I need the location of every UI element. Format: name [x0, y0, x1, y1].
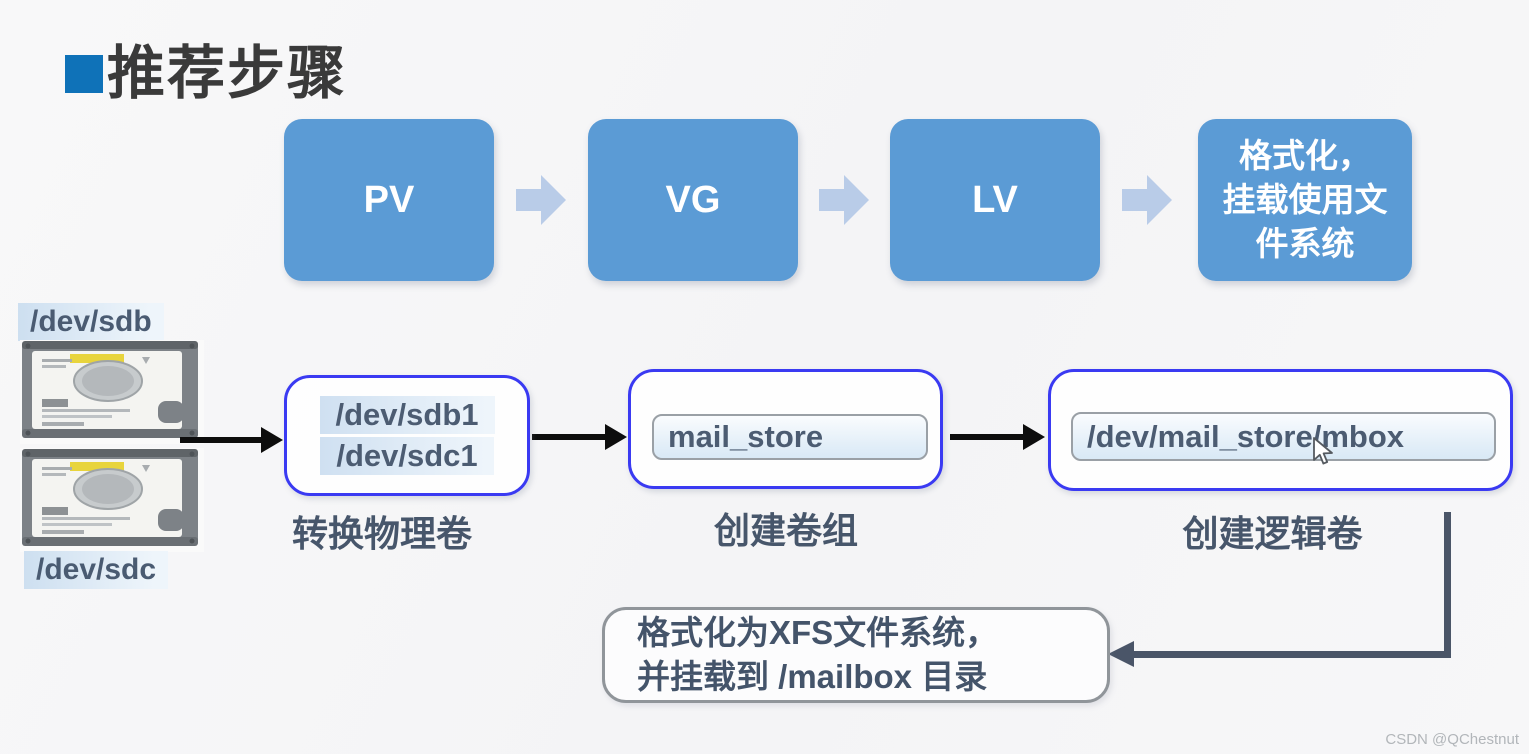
caption-create-vg: 创建卷组 — [713, 510, 858, 551]
partition-label-sdc1: /dev/sdc1 — [320, 437, 494, 475]
title-accent-square — [65, 55, 103, 93]
step-label: 格式化， 挂载使用文 件系统 — [1222, 137, 1388, 262]
physical-volumes-box: /dev/sdb1 /dev/sdc1 — [284, 375, 530, 496]
volume-group-box: mail_store — [628, 369, 943, 489]
watermark: CSDN @QChestnut — [1385, 731, 1519, 748]
step-label: VG — [665, 178, 721, 221]
black-arrow-icon — [532, 424, 627, 450]
step-box-vg: VG — [588, 119, 798, 281]
step-label: LV — [972, 178, 1018, 221]
black-arrow-icon — [180, 427, 283, 453]
lv-path-field: /dev/mail_store/mbox — [1071, 412, 1496, 461]
hard-disk-icon — [20, 448, 204, 552]
step-box-format-mount: 格式化， 挂载使用文 件系统 — [1198, 119, 1412, 281]
page-title: 推荐步骤 — [107, 41, 348, 106]
caption-create-lv: 创建逻辑卷 — [1182, 513, 1363, 554]
logical-volume-box: /dev/mail_store/mbox — [1048, 369, 1513, 491]
step-box-pv: PV — [284, 119, 494, 281]
elbow-connector-vertical — [1444, 512, 1451, 658]
elbow-connector-horizontal — [1132, 651, 1451, 658]
partition-label-sdb1: /dev/sdb1 — [319, 396, 495, 434]
flow-arrow-icon — [516, 175, 566, 225]
caption-convert-pv: 转换物理卷 — [291, 513, 472, 554]
note-line-2: 并挂载到 /mailbox 目录 — [637, 658, 988, 695]
disk-label-sdc: /dev/sdc — [24, 551, 169, 589]
hard-disk-icon — [20, 340, 204, 444]
step-box-lv: LV — [890, 119, 1100, 281]
flow-arrow-icon — [1122, 175, 1172, 225]
elbow-arrowhead-icon — [1108, 641, 1134, 667]
vg-name-field: mail_store — [652, 414, 928, 460]
black-arrow-icon — [950, 424, 1045, 450]
note-line-1: 格式化为XFS文件系统， — [637, 614, 999, 651]
step-label: PV — [363, 178, 415, 221]
format-mount-note-box: 格式化为XFS文件系统， 并挂载到 /mailbox 目录 — [602, 607, 1110, 703]
mouse-cursor-icon — [1313, 437, 1333, 465]
disk-label-sdb: /dev/sdb — [18, 303, 164, 341]
flow-arrow-icon — [819, 175, 869, 225]
